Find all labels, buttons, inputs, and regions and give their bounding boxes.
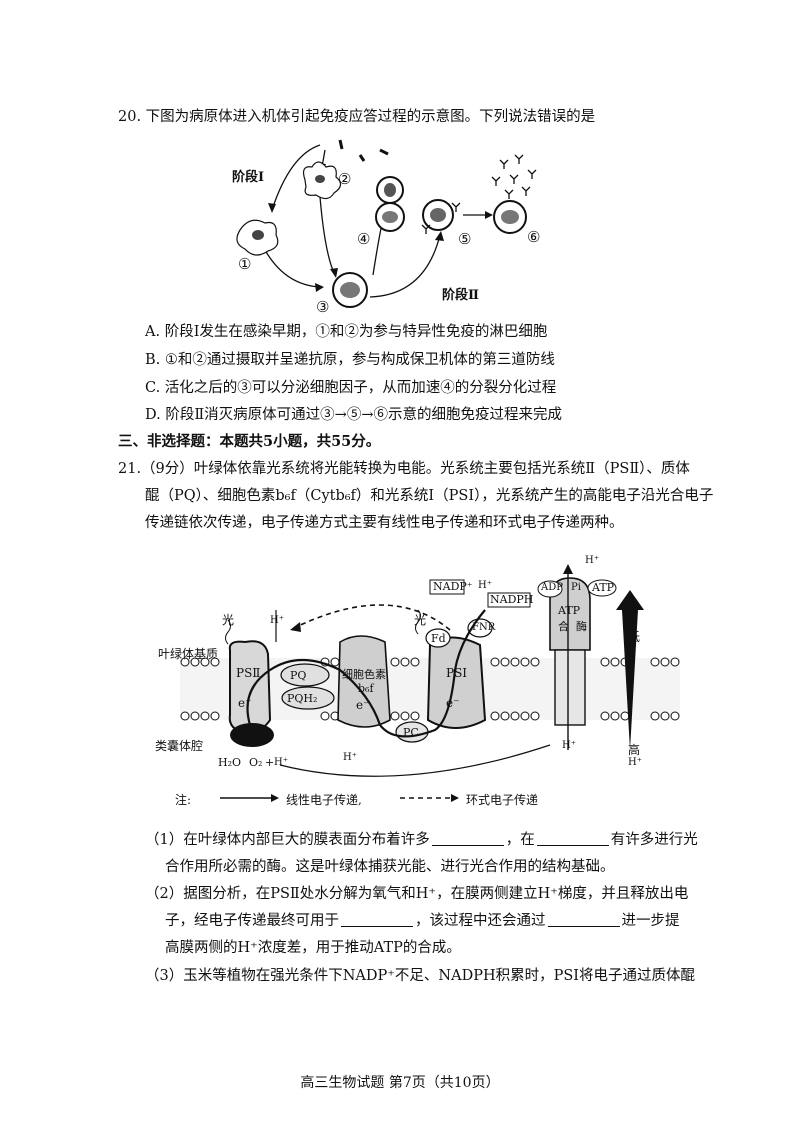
proton-label-high: H⁺ bbox=[628, 757, 642, 768]
fnr-label: FNR bbox=[472, 622, 496, 633]
lumen-label: 类囊体腔 bbox=[155, 739, 204, 753]
cell-label-4: ④ bbox=[357, 230, 371, 248]
pc-label: PC bbox=[403, 726, 419, 739]
q20-option-b: B. ①和②通过摄取并呈递抗原，参与构成保卫机体的第三道防线 bbox=[145, 352, 555, 368]
pqh2-label: PQH₂ bbox=[287, 692, 318, 705]
q21-part3-line1: （3）玉米等植物在强光条件下NADP⁺不足、NADPH积累时，PSⅠ将电子通过质… bbox=[145, 968, 696, 984]
stage2-label: 阶段Ⅱ bbox=[442, 288, 479, 303]
answer-blank-3[interactable] bbox=[341, 912, 413, 927]
light-label-1: 光 bbox=[222, 613, 235, 627]
cell-label-1: ① bbox=[238, 255, 252, 273]
proton-label-water: H⁺ bbox=[274, 757, 288, 768]
proton-label-lumen-cyt: H⁺ bbox=[343, 752, 357, 763]
electron-label-ps2: e⁻ bbox=[238, 696, 252, 710]
q21-part2-text-c: ，该过程中还会通过 bbox=[415, 913, 546, 929]
q21-part1-text-c: 有许多进行光 bbox=[610, 832, 698, 848]
answer-blank-1[interactable] bbox=[431, 831, 504, 846]
q21-part2-text-b: 子，经电子传递最终可用于 bbox=[165, 913, 339, 929]
pq-label: PQ bbox=[290, 669, 307, 682]
q21-stem-line-2: 醌（PQ）、细胞色素b₆f（Cytb₆f）和光系统Ⅰ（PSⅠ），光系统产生的高能… bbox=[145, 488, 714, 504]
atp-synthase-label-3: 酶 bbox=[576, 620, 587, 633]
proton-label-fd: H⁺ bbox=[478, 580, 492, 591]
water-label: H₂O bbox=[218, 756, 242, 769]
legend-cyclic: 环式电子传递 bbox=[466, 793, 539, 807]
nadp-label: NADP⁺ bbox=[433, 580, 473, 593]
q21-part2-text-d: 进一步提 bbox=[621, 913, 680, 929]
pi-label: Pi bbox=[571, 582, 581, 593]
answer-blank-4[interactable] bbox=[547, 912, 620, 927]
proton-label-lumen-atp: H⁺ bbox=[562, 740, 576, 751]
q21-part2-line2: 子，经电子传递最终可用于 ，该过程中还会通过 进一步提 bbox=[165, 911, 680, 931]
ps2-label: PSⅡ bbox=[236, 666, 261, 680]
q21-part1-line2: 合作用所必需的酶。这是叶绿体捕获光能、进行光合作用的结构基础。 bbox=[165, 859, 615, 875]
q21-stem-line-1: 21.（9分）叶绿体依靠光系统将光能转换为电能。光系统主要包括光系统Ⅱ（PSⅡ）… bbox=[118, 461, 690, 477]
q20-stem: 20. 下图为病原体进入机体引起免疫应答过程的示意图。下列说法错误的是 bbox=[118, 109, 596, 125]
electron-label-cyt: e⁻ bbox=[356, 698, 370, 712]
q20-option-a: A. 阶段Ⅰ发生在感染早期，①和②为参与特异性免疫的淋巴细胞 bbox=[145, 324, 548, 340]
cell-label-2: ② bbox=[338, 170, 352, 188]
oxygen-label: O₂ bbox=[249, 756, 263, 769]
cell-label-6: ⑥ bbox=[527, 228, 541, 246]
stroma-label: 叶绿体基质 bbox=[158, 647, 219, 661]
gradient-high-label: 高 bbox=[628, 743, 641, 757]
q20-option-c: C. 活化之后的③可以分泌细胞因子，从而加速④的分裂分化过程 bbox=[145, 380, 557, 396]
cell-label-5: ⑤ bbox=[458, 230, 472, 248]
adp-label: ADP bbox=[541, 582, 563, 593]
immune-response-figure bbox=[236, 139, 537, 308]
thylakoid-electron-transport-figure bbox=[180, 564, 680, 802]
q21-part1-text-b: ，在 bbox=[505, 832, 535, 848]
proton-label-ps2: H⁺ bbox=[270, 615, 284, 626]
electron-label-ps1: e⁻ bbox=[446, 696, 460, 710]
legend-note-prefix: 注: bbox=[175, 793, 192, 807]
gradient-low-label: 低 bbox=[628, 630, 641, 644]
q21-part1-line1: （1）在叶绿体内部巨大的膜表面分布着许多 ，在 有许多进行光 bbox=[145, 830, 698, 850]
nadph-label: NADPH bbox=[490, 593, 534, 606]
section-3-heading: 三、非选择题：本题共5小题，共55分。 bbox=[118, 433, 381, 450]
q21-part2-line1: （2）据图分析，在PSⅡ处水分解为氧气和H⁺，在膜两侧建立H⁺梯度，并且释放出电 bbox=[145, 886, 689, 902]
page-footer: 高三生物试题 第7页（共10页） bbox=[300, 1075, 500, 1091]
light-label-2: 光 bbox=[414, 613, 427, 627]
q21-part2-line3: 高膜两侧的H⁺浓度差，用于推动ATP的合成。 bbox=[165, 940, 461, 956]
cytb6f-label-2: b₆f bbox=[358, 682, 374, 695]
cytb6f-label-1: 细胞色素 bbox=[342, 668, 386, 681]
cell-label-3: ③ bbox=[316, 298, 330, 316]
proton-label-top: H⁺ bbox=[585, 555, 599, 566]
legend-linear: 线性电子传递, bbox=[286, 793, 362, 807]
plus-sign: + bbox=[265, 756, 275, 769]
q20-option-d: D. 阶段Ⅱ消灭病原体可通过③→⑤→⑥示意的细胞免疫过程来完成 bbox=[145, 407, 562, 423]
atp-label: ATP bbox=[592, 581, 615, 594]
atp-synthase-label-1: ATP bbox=[558, 604, 581, 617]
fd-label: Fd bbox=[431, 632, 446, 645]
stage1-label: 阶段Ⅰ bbox=[232, 170, 265, 185]
q21-part1-text-a: （1）在叶绿体内部巨大的膜表面分布着许多 bbox=[145, 832, 430, 848]
atp-synthase-label-2: 合 bbox=[558, 620, 569, 633]
ps1-label: PSⅠ bbox=[446, 666, 468, 680]
answer-blank-2[interactable] bbox=[536, 831, 609, 846]
q21-stem-line-3: 传递链依次传递，电子传递方式主要有线性电子传递和环式电子传递两种。 bbox=[145, 515, 624, 531]
